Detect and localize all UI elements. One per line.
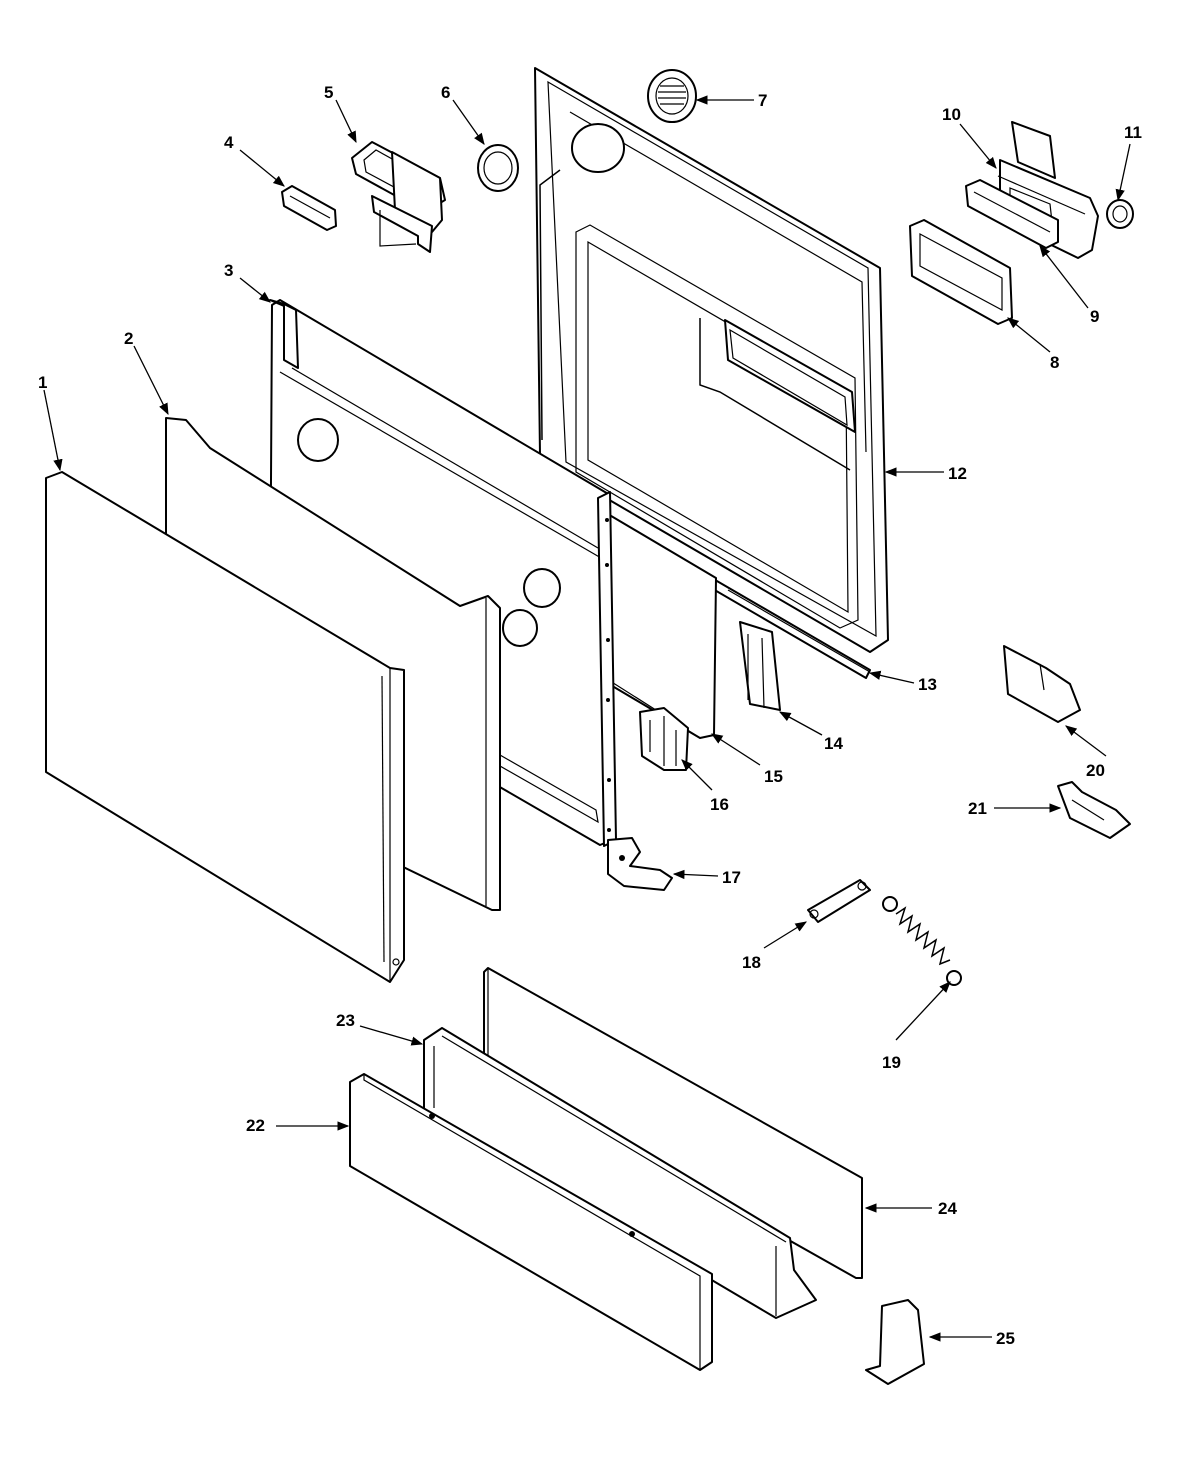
- part-25-end-cap: [865, 1299, 925, 1385]
- part-6-ring-gasket: [477, 144, 519, 192]
- callout-11: 11: [1124, 123, 1142, 142]
- part-22-kick-panel: [349, 1073, 713, 1371]
- part-14-hinge-bracket: [739, 621, 781, 711]
- part-7-vent: [647, 69, 697, 123]
- part-11-knob: [1106, 199, 1134, 229]
- callout-18: 18: [742, 953, 761, 972]
- callout-23: 23: [336, 1011, 355, 1030]
- callout-16: 16: [710, 795, 729, 814]
- callout-9: 9: [1090, 307, 1099, 326]
- part-1-door-front-panel: [45, 471, 405, 983]
- part-20-hinge-plate: [1003, 645, 1081, 723]
- callout-7: 7: [758, 91, 767, 110]
- part-4-gasket: [281, 185, 337, 231]
- callout-10: 10: [942, 105, 961, 124]
- part-9-dispenser-gasket: [965, 179, 1059, 249]
- part-18-link: [807, 879, 871, 923]
- callout-15: 15: [764, 767, 783, 786]
- callout-5: 5: [324, 83, 333, 102]
- leader-lines: [43, 95, 1131, 1342]
- part-5-latch-assembly: [351, 141, 446, 253]
- callout-3: 3: [224, 261, 233, 280]
- callout-13: 13: [918, 675, 937, 694]
- callout-25: 25: [996, 1329, 1015, 1348]
- callout-1: 1: [38, 373, 47, 392]
- part-19-spring: [882, 896, 962, 986]
- callout-21: 21: [968, 799, 987, 818]
- part-8-dispenser-cover: [909, 219, 1013, 325]
- part-3-inner-panel: [269, 299, 613, 846]
- callout-2: 2: [124, 329, 133, 348]
- callout-17: 17: [722, 868, 741, 887]
- callout-22: 22: [246, 1116, 265, 1135]
- part-21-bracket: [1057, 781, 1131, 839]
- callout-6: 6: [441, 83, 450, 102]
- callout-14: 14: [824, 734, 843, 753]
- part-17-hinge-bracket: [607, 837, 673, 891]
- callout-12: 12: [948, 464, 967, 483]
- callout-20: 20: [1086, 761, 1105, 780]
- callout-19: 19: [882, 1053, 901, 1072]
- callout-4: 4: [224, 133, 234, 152]
- callout-24: 24: [938, 1199, 957, 1218]
- callout-8: 8: [1050, 353, 1059, 372]
- callout-labels: 1 2 3 4 5 6 7 8 9 10 11 12 13 14 15 16 1…: [38, 83, 1142, 1348]
- part-12-inner-door-panel: [534, 67, 889, 653]
